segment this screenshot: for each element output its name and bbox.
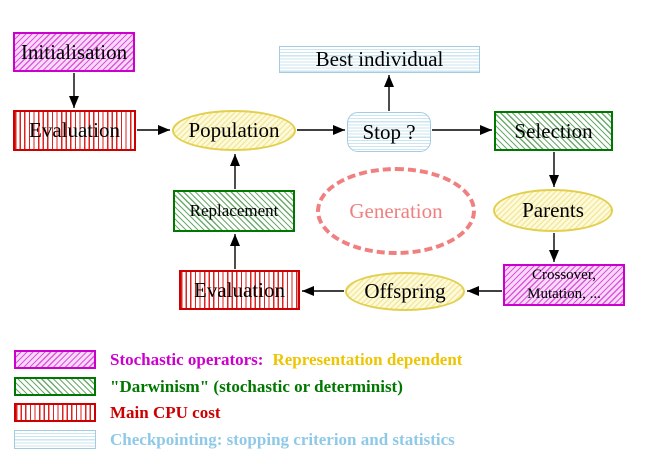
- node-initialisation-label: Initialisation: [20, 39, 128, 64]
- node-evaluation-top-label: Evaluation: [29, 118, 120, 142]
- legend-representation-label: Representation dependent: [272, 349, 463, 369]
- cyan-horizontal-hatch-swatch: [14, 430, 96, 449]
- green-diagonal-hatch-swatch: [14, 377, 96, 396]
- node-evaluation-bottom-label: Evaluation: [194, 277, 285, 302]
- node-selection: Selection: [494, 111, 613, 151]
- generation-label: Generation: [349, 198, 443, 223]
- legend-row-cpu: Main CPU cost: [0, 403, 670, 423]
- legend-text-stochastic: Stochastic operators: Representation dep…: [110, 350, 462, 369]
- node-crossover-mutation: Crossover, Mutation, ...: [503, 264, 625, 306]
- node-replacement: Replacement: [173, 190, 295, 232]
- node-evaluation-top: Evaluation: [13, 110, 136, 151]
- legend-row-checkpointing: Checkpointing: stopping criterion and st…: [0, 430, 670, 450]
- legend-row-stochastic: Stochastic operators: Representation dep…: [0, 350, 670, 370]
- node-crossover-line1: Crossover,: [532, 267, 596, 284]
- node-evaluation-bottom: Evaluation: [179, 270, 300, 310]
- node-stop-label: Stop ?: [362, 119, 416, 144]
- node-best-individual: Best individual: [279, 46, 480, 73]
- node-parents-label: Parents: [522, 198, 584, 222]
- node-crossover-line2: Mutation, ...: [527, 286, 601, 302]
- node-offspring-label: Offspring: [364, 279, 446, 303]
- magenta-diagonal-hatch-swatch: [14, 350, 96, 369]
- node-parents: Parents: [493, 189, 613, 232]
- node-stop: Stop ?: [347, 112, 431, 152]
- node-replacement-label: Replacement: [189, 201, 279, 220]
- node-population: Population: [172, 110, 296, 151]
- node-best-individual-label: Best individual: [315, 47, 444, 71]
- generation-cycle-ellipse: Generation: [316, 167, 476, 255]
- node-population-label: Population: [188, 118, 280, 142]
- node-offspring: Offspring: [345, 272, 465, 311]
- legend-checkpointing-label: Checkpointing: stopping criterion and st…: [110, 429, 455, 449]
- node-selection-label: Selection: [514, 118, 593, 143]
- legend-text-checkpointing: Checkpointing: stopping criterion and st…: [110, 430, 455, 449]
- red-vertical-hatch-swatch: [14, 403, 96, 422]
- node-initialisation: Initialisation: [13, 32, 135, 72]
- legend-row-darwinism: "Darwinism" (stochastic or determinist): [0, 377, 670, 397]
- legend-stochastic-label: Stochastic operators:: [110, 349, 264, 369]
- legend-cpu-label: Main CPU cost: [110, 402, 221, 422]
- legend-text-cpu: Main CPU cost: [110, 403, 220, 422]
- legend-darwinism-label: "Darwinism" (stochastic or determinist): [110, 376, 403, 396]
- legend-text-darwinism: "Darwinism" (stochastic or determinist): [110, 377, 403, 396]
